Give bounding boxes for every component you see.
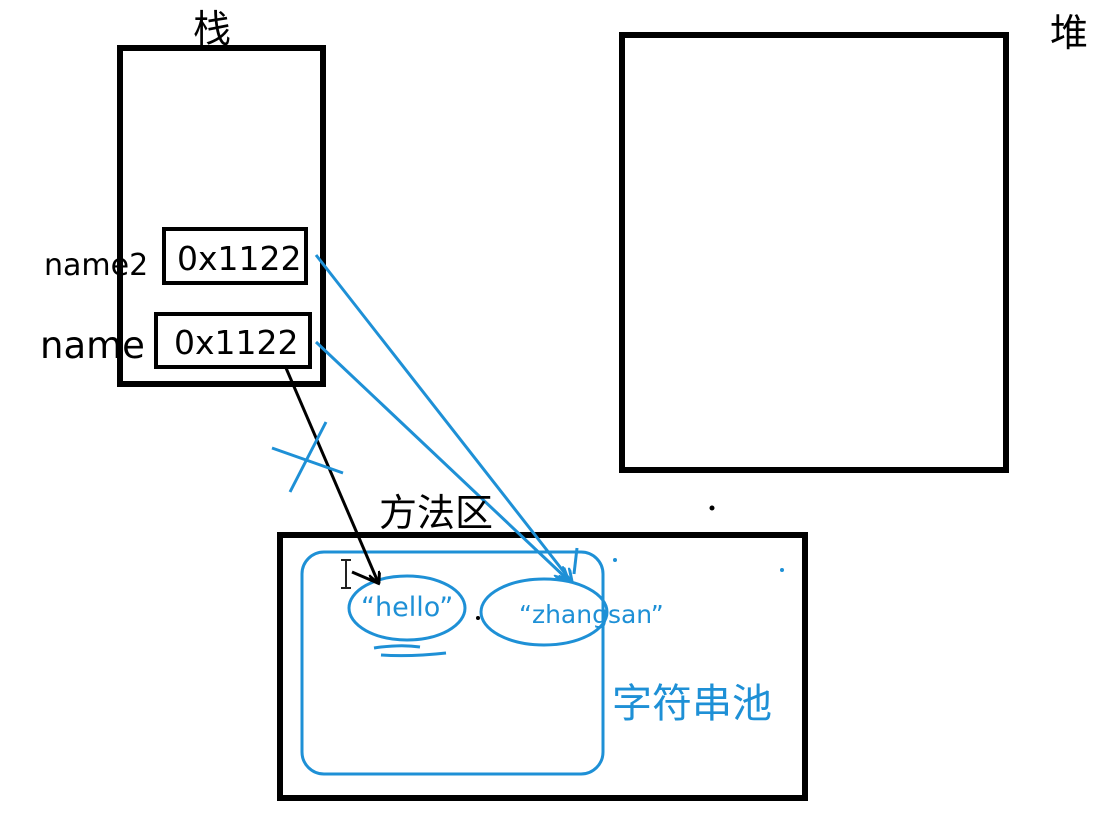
zhangsan-string: “zhangsan” [519, 600, 664, 629]
string-pool-title: 字符串池 [612, 681, 772, 727]
pool-top-mark [572, 547, 579, 575]
dot [613, 558, 617, 562]
name-to-zhangsan-arrow [314, 340, 567, 579]
name2-value: 0x1122 [177, 239, 302, 278]
zhangsan-ellipse [479, 577, 609, 647]
name2-to-zhangsan-arrow [314, 254, 571, 581]
cross-out-mark [271, 421, 344, 493]
name2-value-cell [162, 227, 308, 285]
hello-underline-2 [380, 651, 447, 658]
hello-ellipse [347, 574, 467, 642]
name-to-hello-arrow [284, 367, 378, 582]
method-area-box [277, 532, 808, 801]
dot [709, 505, 715, 511]
text-cursor-icon [341, 559, 351, 589]
stack-box [117, 45, 326, 387]
string-pool-box [300, 550, 605, 776]
dot [780, 568, 784, 572]
heap-box [619, 32, 1009, 473]
stack-title: 栈 [193, 7, 232, 51]
method-area-title: 方法区 [379, 491, 494, 535]
name-value-cell [154, 312, 312, 369]
heap-title: 堆 [1050, 11, 1089, 55]
dot [476, 616, 480, 620]
name2-label: name2 [44, 248, 149, 283]
hello-string: “hello” [361, 592, 454, 623]
name-value: 0x1122 [174, 323, 299, 362]
hello-underline [373, 644, 421, 650]
name-label: name [40, 324, 145, 367]
arrow-hook [351, 570, 381, 586]
